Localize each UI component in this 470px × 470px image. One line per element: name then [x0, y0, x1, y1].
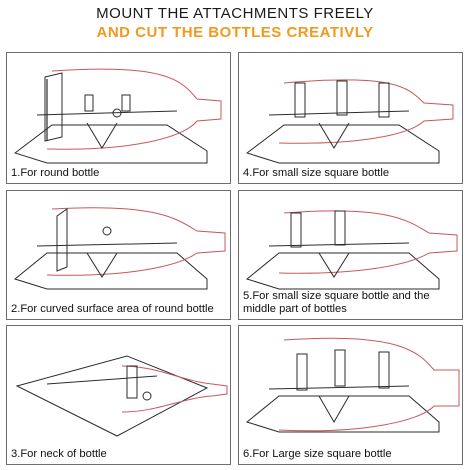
- panel-caption: 1.For round bottle: [11, 167, 226, 180]
- panel-caption: 4.For small size square bottle: [243, 167, 458, 180]
- panel-caption: 3.For neck of bottle: [11, 448, 226, 461]
- title-line-2: AND CUT THE BOTTLES CREATIVLY: [96, 24, 374, 41]
- panel-small-square-bottle: 4.For small size square bottle: [238, 52, 463, 184]
- panel-curved-surface: 2.For curved surface area of round bottl…: [6, 190, 231, 320]
- large-square-bottle-cutter-illustration: [245, 337, 460, 433]
- panel-caption: 5.For small size square bottle and the m…: [243, 290, 458, 316]
- title-line-1: MOUNT THE ATTACHMENTS FREELY: [96, 5, 374, 22]
- small-square-middle-cutter-illustration: [245, 210, 458, 290]
- panel-neck-of-bottle: 3.For neck of bottle: [6, 325, 231, 465]
- panel-large-square-bottle: 6.For Large size square bottle: [238, 325, 463, 465]
- round-bottle-cutter-illustration: [13, 68, 222, 164]
- small-square-bottle-cutter-illustration: [245, 79, 454, 164]
- panel-round-bottle: 1.For round bottle: [6, 52, 231, 184]
- panel-caption: 2.For curved surface area of round bottl…: [11, 303, 226, 316]
- curved-surface-cutter-illustration: [13, 207, 226, 290]
- panel-small-square-middle: 5.For small size square bottle and the m…: [238, 190, 463, 320]
- neck-of-bottle-cutter-illustration: [15, 355, 228, 437]
- panel-caption: 6.For Large size square bottle: [243, 448, 458, 461]
